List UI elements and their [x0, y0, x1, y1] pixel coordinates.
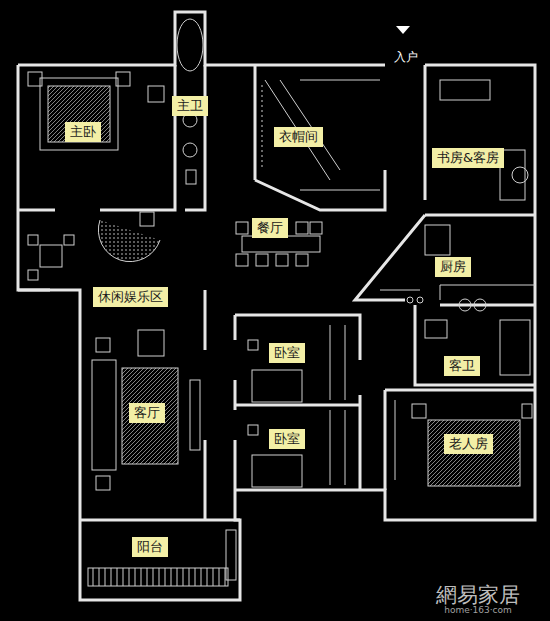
- room-name: 客厅: [134, 405, 160, 421]
- watermark: home·163·com: [444, 606, 512, 616]
- room-label: 衣帽间: [274, 127, 323, 147]
- room-name: 休闲娱乐区: [98, 289, 163, 305]
- room-label: 老人房: [444, 434, 493, 454]
- room-label: 客卫: [444, 356, 480, 376]
- room-name: 主卫: [177, 98, 203, 114]
- room-name: 衣帽间: [279, 129, 318, 145]
- room-name: 书房&客房: [437, 150, 499, 166]
- room-name: 餐厅: [257, 220, 283, 236]
- room-name: 老人房: [449, 436, 488, 452]
- room-label: 主卫: [172, 96, 208, 116]
- room-label: 客厅: [129, 403, 165, 423]
- entry-marker: [396, 26, 410, 34]
- room-label: 主卧: [65, 122, 101, 142]
- room-label: 厨房: [435, 257, 471, 277]
- room-label: 餐厅: [252, 218, 288, 238]
- room-label: 卧室: [269, 429, 305, 449]
- entry-label: 入户: [394, 51, 418, 64]
- watermark: 網易家居: [436, 584, 520, 607]
- room-label: 卧室: [269, 343, 305, 363]
- room-name: 厨房: [440, 259, 466, 275]
- room-label: 阳台: [132, 537, 168, 557]
- furniture: [28, 19, 535, 586]
- room-label: 书房&客房: [432, 148, 504, 168]
- walls: [18, 12, 535, 600]
- room-name: 主卧: [70, 124, 96, 140]
- room-name: 阳台: [137, 539, 163, 555]
- room-label: 休闲娱乐区: [93, 287, 168, 307]
- room-name: 卧室: [274, 431, 300, 447]
- room-name: 客卫: [449, 358, 475, 374]
- room-name: 卧室: [274, 345, 300, 361]
